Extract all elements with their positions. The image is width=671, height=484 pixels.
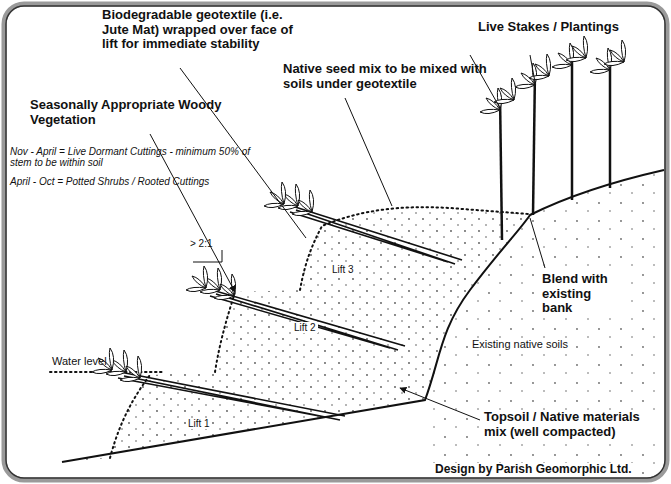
callout-text: Blend with existing bank <box>540 272 624 316</box>
callout-text: Biodegradable geotextile (i.e. Jute Mat)… <box>102 8 302 52</box>
season-note: April - Oct = Potted Shrubs / Rooted Cut… <box>10 176 209 187</box>
callout-text: Live Stakes / Plantings <box>478 20 619 35</box>
callout-text: Native seed mix to be mixed with soils u… <box>283 62 488 91</box>
season-note: Nov - April = Live Dormant Cuttings - mi… <box>10 146 250 168</box>
lift-label: Lift 1 <box>186 418 212 429</box>
lift-label: Lift 2 <box>292 322 318 333</box>
callout-text: Topsoil / Native materials mix (well com… <box>482 410 661 439</box>
slope-ratio: > 2:1 <box>190 238 213 249</box>
callout-heading: Seasonally Appropriate Woody Vegetation <box>30 98 245 127</box>
region-label: Existing native soils <box>470 338 570 350</box>
lift-label: Lift 3 <box>330 264 356 275</box>
water-level-label: Water level <box>52 355 107 367</box>
credit: Design by Parish Geomorphic Ltd. <box>433 463 634 476</box>
